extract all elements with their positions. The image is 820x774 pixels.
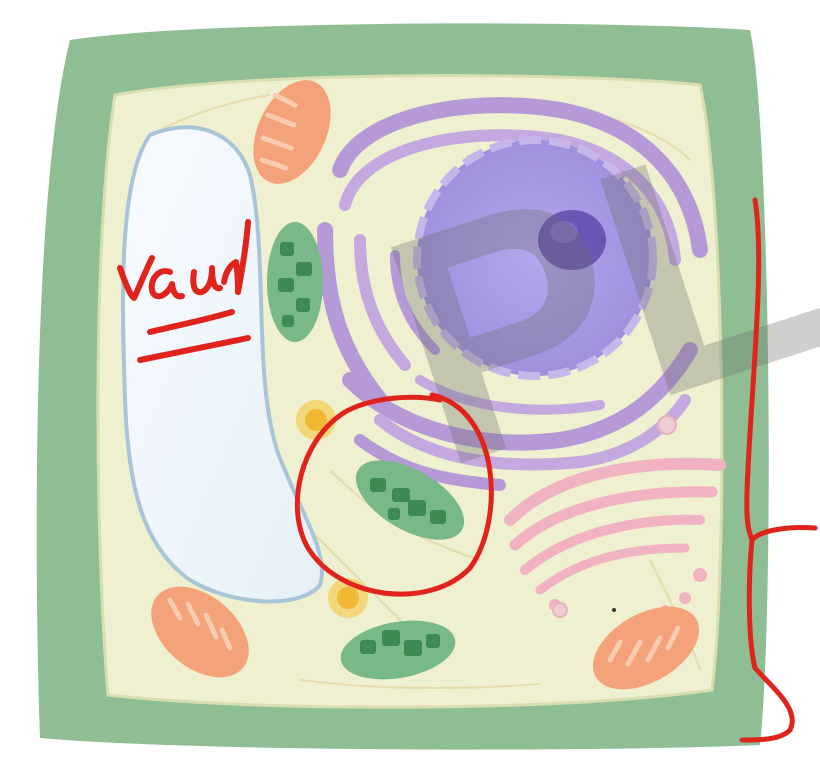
small-vesicle (553, 603, 567, 617)
ink-speck (612, 608, 616, 612)
chloroplast-upper (267, 222, 323, 342)
vesicle-upper (296, 400, 336, 440)
